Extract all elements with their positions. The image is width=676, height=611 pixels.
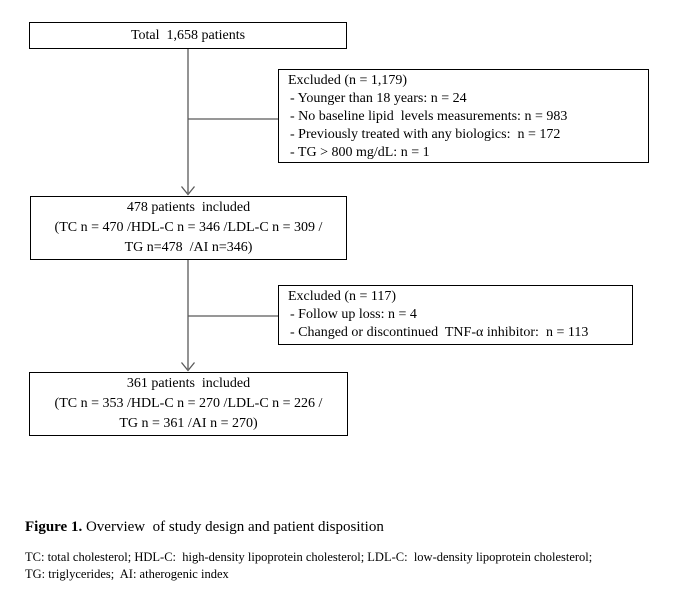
abbreviation-line-2: TG: triglycerides; AI: atherogenic index: [25, 567, 229, 581]
excluded-1-item: - No baseline lipid levels measurements:…: [290, 109, 568, 124]
flow-box-included-1: 478 patients included (TC n = 470 /HDL-C…: [30, 196, 347, 260]
excluded-2-item: - Changed or discontinued TNF-α inhibito…: [290, 325, 589, 340]
flow-box-total-patients: Total 1,658 patients: [29, 22, 347, 49]
excluded-2-item: - Follow up loss: n = 4: [290, 307, 417, 322]
included-1-line: (TC n = 470 /HDL-C n = 346 /LDL-C n = 30…: [54, 220, 323, 235]
excluded-1-item: - TG > 800 mg/dL: n = 1: [290, 145, 430, 160]
figure-caption: Figure 1. Overview of study design and p…: [25, 518, 384, 537]
caption-text: Overview of study design and patient dis…: [82, 519, 384, 535]
abbreviation-footnote: TC: total cholesterol; HDL-C: high-densi…: [25, 549, 670, 583]
included-1-line: TG n=478 /AI n=346): [124, 240, 253, 255]
excluded-1-title: Excluded (n = 1,179): [288, 73, 408, 88]
included-2-line: TG n = 361 /AI n = 270): [119, 416, 258, 431]
arrowhead-down-1: [180, 186, 196, 196]
excluded-1-item: - Previously treated with any biologics:…: [290, 127, 561, 142]
flow-box-excluded-2: Excluded (n = 117) - Follow up loss: n =…: [278, 285, 633, 345]
abbreviation-line-1: TC: total cholesterol; HDL-C: high-densi…: [25, 550, 593, 564]
flow-box-excluded-1: Excluded (n = 1,179) - Younger than 18 y…: [278, 69, 649, 163]
caption-label: Figure 1.: [25, 519, 83, 535]
included-1-line: 478 patients included: [126, 200, 251, 215]
arrowhead-down-2: [180, 362, 196, 372]
flow-box-included-2: 361 patients included (TC n = 353 /HDL-C…: [29, 372, 348, 436]
included-2-line: 361 patients included: [126, 376, 251, 391]
included-2-line: (TC n = 353 /HDL-C n = 270 /LDL-C n = 22…: [54, 396, 323, 411]
total-patients-text: Total 1,658 patients: [130, 28, 246, 43]
excluded-2-title: Excluded (n = 117): [288, 289, 397, 304]
excluded-1-item: - Younger than 18 years: n = 24: [290, 91, 467, 106]
